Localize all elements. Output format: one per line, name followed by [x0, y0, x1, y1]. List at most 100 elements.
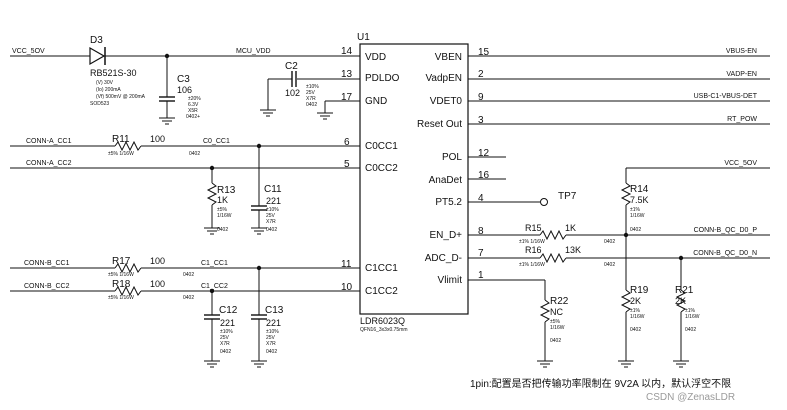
d3-spec: (V) 30V	[96, 80, 114, 86]
tp7-ref: TP7	[558, 191, 577, 202]
c11-spec: ±10%	[266, 207, 279, 213]
pin-name-pdldo: PDLDO	[365, 73, 400, 84]
c3-spec: X5R	[188, 108, 198, 114]
r15-value: 1K	[565, 223, 576, 233]
d3-ref: D3	[90, 35, 103, 46]
d3-spec: (Io) 200mA	[96, 87, 121, 93]
c3-spec: ±20%	[188, 96, 201, 102]
pin-num: 8	[478, 226, 484, 237]
pin-num: 13	[341, 69, 353, 80]
pin-num: 15	[478, 47, 490, 58]
net-vcc-in: VCC_5OV	[12, 48, 45, 55]
net-mcu-vdd: MCU_VDD	[236, 48, 271, 55]
cc-port1-section: CONN-B_CC1 R17 100 ±5% 1/16W 0402 C1_CC1…	[10, 256, 360, 368]
d3-spec: (Vf) 500mV @ 200mA	[96, 94, 146, 100]
r18-value: 100	[150, 279, 165, 289]
gnd-pin17	[317, 100, 360, 120]
r19-spec: ±1%	[630, 308, 641, 314]
ic-ref: U1	[357, 32, 370, 43]
ic-part: LDR6023Q	[360, 316, 405, 326]
d3-package: SOD523	[90, 101, 109, 107]
diode-d3	[89, 46, 106, 66]
r14-spec: ±1%	[630, 207, 641, 213]
c2-spec: X7R	[306, 96, 316, 102]
c2-value: 102	[285, 88, 300, 98]
capacitor-c2	[260, 71, 360, 117]
pin-name-vadpen: VadpEN	[425, 73, 462, 84]
resistor-r15	[539, 229, 567, 241]
r21-value: 2K	[675, 296, 686, 306]
pin-name-vben: VBEN	[435, 52, 462, 63]
resistor-r14	[620, 168, 632, 290]
r11-spec: ±5% 1/16W	[108, 151, 134, 157]
r15-pkg: 0402	[604, 239, 615, 245]
r19-ref: R19	[630, 285, 649, 296]
c2-spec: 25V	[306, 90, 316, 96]
resistor-r18	[114, 285, 142, 297]
c3-spec: 6.3V	[188, 102, 199, 108]
r16-pkg: 0402	[604, 262, 615, 268]
r15-ref: R15	[525, 223, 542, 233]
c11-spec: 0402	[266, 227, 277, 233]
resistor-r22	[468, 279, 553, 368]
c13-spec: ±10%	[266, 329, 279, 335]
pin-num: 12	[478, 148, 490, 159]
net-qc-dn: CONN-B_QC_D0_N	[693, 250, 757, 257]
c12-spec: ±10%	[220, 329, 233, 335]
net-c0-cc1: C0_CC1	[203, 138, 230, 145]
resistor-r11	[114, 140, 142, 152]
pin-num: 14	[341, 46, 353, 57]
net-vadp-en: VADP-EN	[726, 71, 757, 78]
r19-pkg: 0402	[630, 327, 641, 333]
resistor-r13	[204, 168, 220, 235]
pin-name-gnd: GND	[365, 96, 387, 107]
r18-spec: ±5% 1/16W	[108, 295, 134, 301]
r14-ref: R14	[630, 184, 649, 195]
r11-value: 100	[150, 134, 165, 144]
r22-pkg: 0402	[550, 338, 561, 344]
net-rt-pow: RT_POW	[727, 116, 757, 123]
net-conn-a-cc1: CONN-A_CC1	[26, 138, 72, 145]
pin-name-en-dp: EN_D+	[429, 230, 462, 241]
pin-num: 3	[478, 115, 484, 126]
resistor-r19	[618, 289, 634, 368]
c13-spec: 25V	[266, 335, 276, 341]
ic-package: QFN16_3x3x0.75mm	[360, 327, 408, 333]
r21-spec: ±1%	[685, 308, 696, 314]
r18-ref: R18	[112, 279, 131, 290]
c12-spec: X7R	[220, 341, 230, 347]
c13-ref: C13	[265, 305, 284, 316]
c11-spec: 25V	[266, 213, 276, 219]
pin-num: 16	[478, 170, 490, 181]
cc-port0-section: CONN-A_CC1 R11 100 ±5% 1/16W 0402 C0_CC1…	[10, 134, 360, 235]
pin-num: 2	[478, 69, 484, 80]
c13-spec: 0402	[266, 349, 277, 355]
net-conn-b-cc1: CONN-B_CC1	[24, 260, 70, 267]
pin-num: 10	[341, 282, 353, 293]
pin-name-c1cc1: C1CC1	[365, 263, 398, 274]
r17-spec: ±5% 1/16W	[108, 272, 134, 278]
net-c1-cc2: C1_CC2	[201, 283, 228, 290]
c12-value: 221	[220, 318, 235, 328]
c12-ref: C12	[219, 305, 238, 316]
c11-ref: C11	[264, 184, 282, 195]
r21-spec: 1/16W	[685, 314, 700, 320]
pin-name-adc-dn: ADC_D-	[425, 253, 462, 264]
net-c1-cc1: C1_CC1	[201, 260, 228, 267]
d3-part: RB521S-30	[90, 68, 137, 78]
net-conn-a-cc2: CONN-A_CC2	[26, 160, 72, 167]
r17-value: 100	[150, 256, 165, 266]
testpoint-tp7	[540, 198, 548, 206]
pin-num: 9	[478, 92, 484, 103]
r13-ref: R13	[217, 185, 236, 196]
r13-value: 1K	[217, 195, 228, 205]
net-vbus-en: VBUS-EN	[726, 48, 757, 55]
r13-spec: ±5%	[217, 207, 228, 213]
net-usb-vdet: USB-C1-VBUS-DET	[694, 93, 758, 100]
r21-pkg: 0402	[685, 327, 696, 333]
pin-name-vdet0: VDET0	[430, 96, 463, 107]
r22-value: NC	[550, 307, 563, 317]
r22-spec: 1/16W	[550, 325, 565, 331]
pin-name-anadet: AnaDet	[429, 175, 463, 186]
